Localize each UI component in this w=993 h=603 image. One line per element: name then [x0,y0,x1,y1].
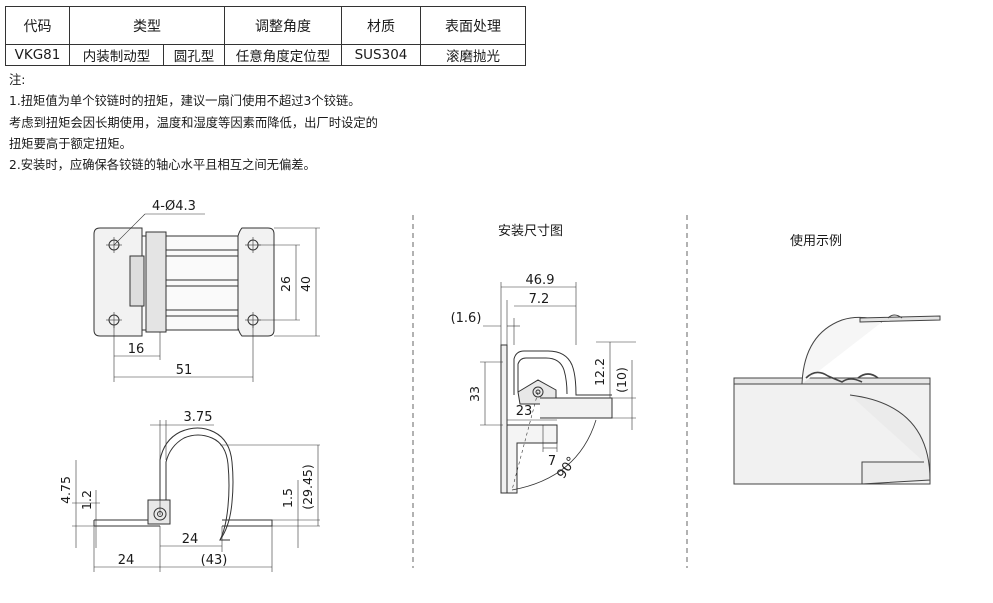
dim-24-a: 24 [182,532,199,547]
header-finish: 表面处理 [420,6,526,45]
dim-hole: 4-Ø4.3 [152,199,196,214]
dim-51: 51 [176,363,193,378]
dim-10: (10) [614,367,629,393]
usage-title: 使用示例 [790,234,843,249]
cell-type2: 圆孔型 [163,44,225,66]
cell-material: SUS304 [341,44,421,66]
cell-finish: 滚磨抛光 [420,44,526,66]
dim-7-2: 7.2 [529,292,550,307]
dim-40: 40 [298,276,313,292]
spec-table-row: VKG81 内装制动型 圆孔型 任意角度定位型 SUS304 滚磨抛光 [5,44,526,66]
dim-46-9: 46.9 [526,273,555,288]
dim-1-2: 1.2 [79,490,94,510]
note-line: 1.扭矩值为单个铰链时的扭矩，建议一扇门使用不超过3个铰链。 [9,94,361,109]
note-line: 扭矩要高于额定扭矩。 [9,136,132,151]
cell-type1: 内装制动型 [68,44,165,66]
header-type: 类型 [69,6,225,45]
install-title: 安装尺寸图 [498,224,564,239]
notes: 注: 1.扭矩值为单个铰链时的扭矩，建议一扇门使用不超过3个铰链。 考虑到扭矩会… [9,70,378,176]
dim-3-75: 3.75 [184,410,213,425]
dim-1-6: (1.6) [451,311,482,326]
note-line: 2.安装时，应确保各铰链的轴心水平且相互之间无偏差。 [9,158,316,173]
cell-angle: 任意角度定位型 [224,44,342,66]
dim-29-45: (29.45) [300,464,315,510]
note-line: 注: [9,73,26,87]
dim-7: 7 [548,454,556,469]
dim-43: (43) [201,553,228,568]
dim-24-b: 24 [118,553,135,568]
spec-table-header: 代码 类型 调整角度 材质 表面处理 [5,6,526,45]
dim-23: 23 [516,404,533,419]
dim-33: 33 [467,386,482,402]
header-code: 代码 [5,6,70,45]
header-material: 材质 [341,6,421,45]
dim-12-2: 12.2 [592,358,607,386]
dim-4-75: 4.75 [58,476,73,504]
dim-16: 16 [128,342,145,357]
dim-26: 26 [278,276,293,292]
spec-table: 代码 类型 调整角度 材质 表面处理 VKG81 内装制动型 圆孔型 任意角度定… [5,6,526,66]
dim-1-5: 1.5 [280,488,295,508]
note-line: 考虑到扭矩会因长期使用，温度和湿度等因素而降低，出厂时设定的 [9,115,378,130]
